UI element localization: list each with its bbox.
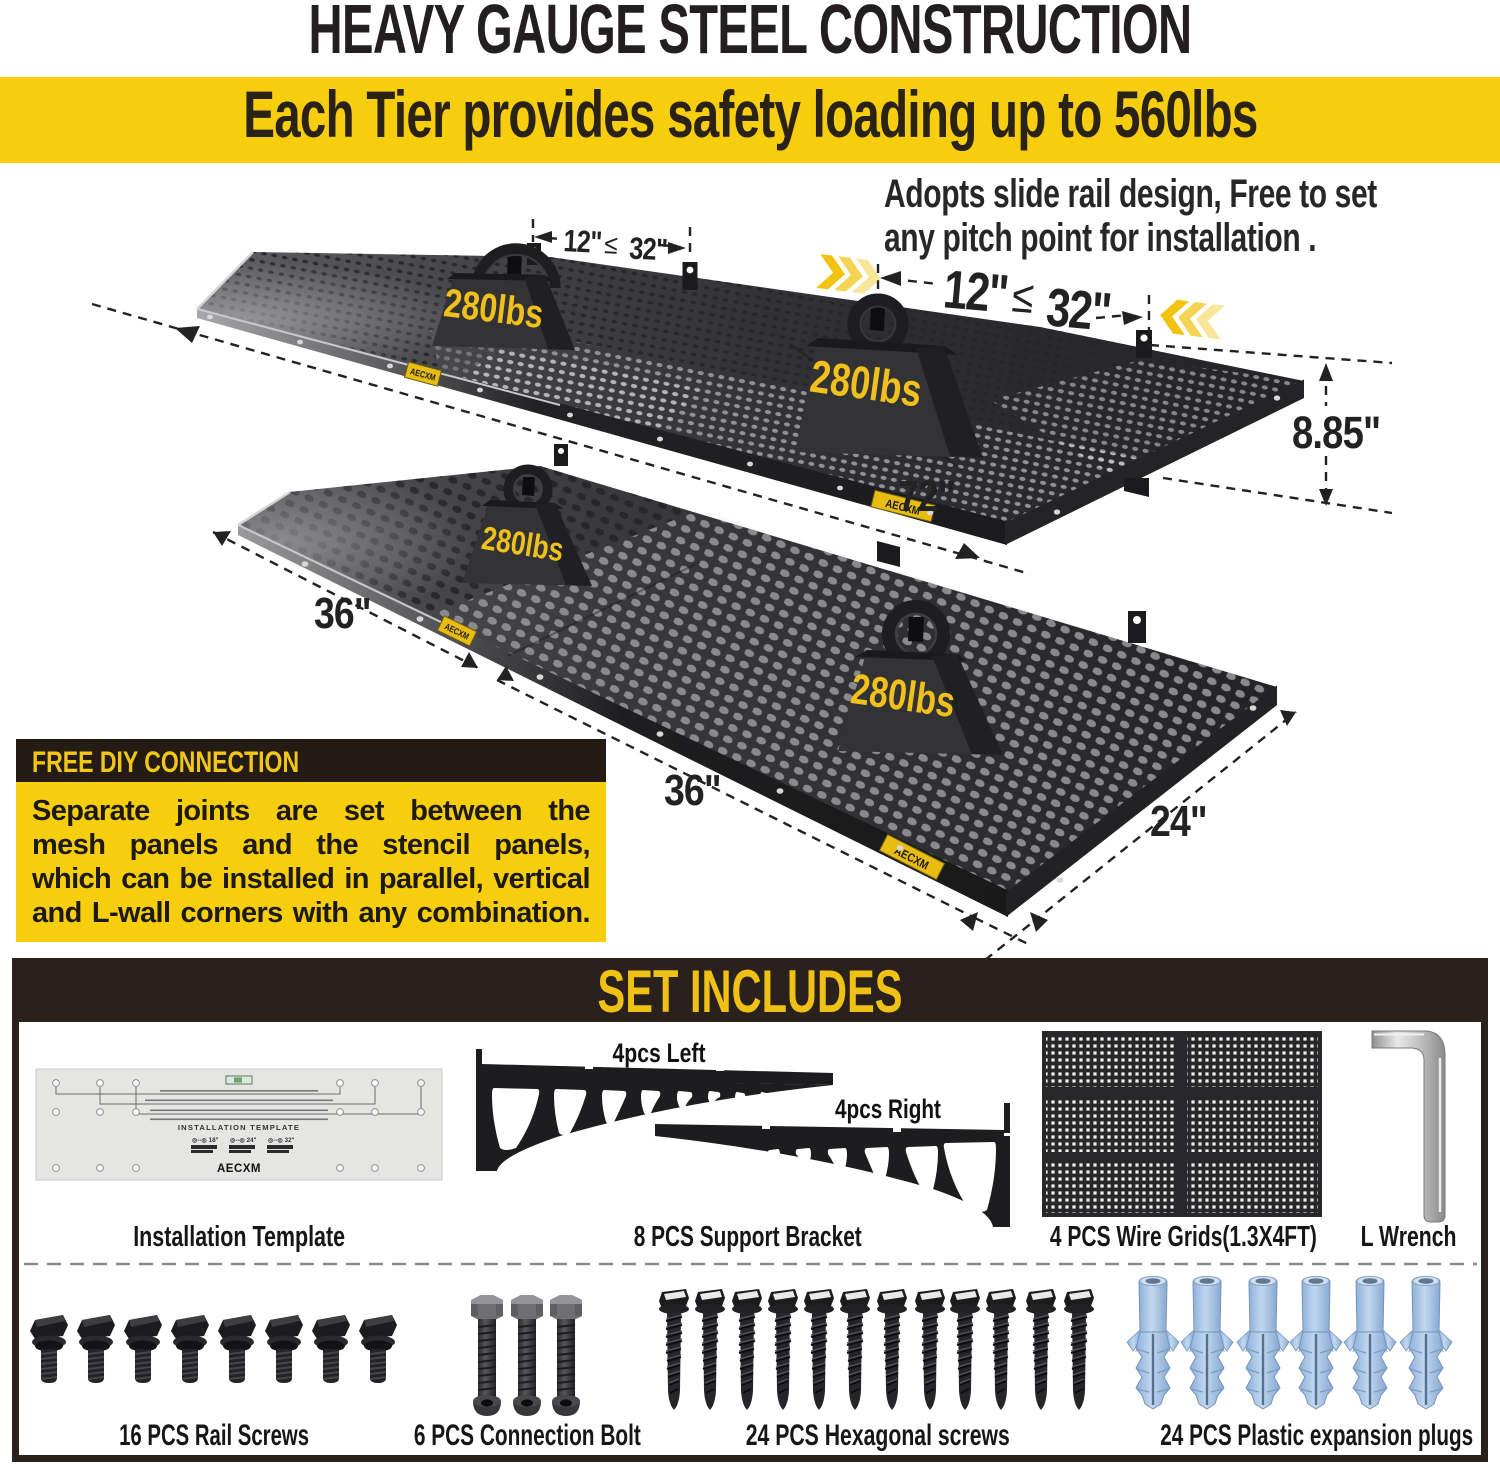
svg-text:4pcs Left: 4pcs Left	[612, 1039, 705, 1069]
svg-text:32": 32"	[628, 231, 668, 268]
svg-text:36": 36"	[664, 765, 721, 815]
svg-text:4pcs Right: 4pcs Right	[835, 1094, 941, 1124]
svg-text:◎--◎ 32": ◎--◎ 32"	[268, 1137, 295, 1144]
svg-text:12": 12"	[563, 224, 603, 261]
svg-text:INSTALLATION TEMPLATE: INSTALLATION TEMPLATE	[178, 1123, 300, 1132]
svg-text:24": 24"	[1150, 796, 1207, 846]
svg-text:36": 36"	[314, 588, 371, 638]
svg-text:AECXM: AECXM	[217, 1163, 261, 1175]
svg-text:◎--◎ 24": ◎--◎ 24"	[230, 1137, 257, 1144]
svg-text:8.85": 8.85"	[1292, 407, 1380, 458]
svg-text:12": 12"	[941, 260, 1010, 325]
svg-text:◎--◎ 18": ◎--◎ 18"	[192, 1137, 219, 1144]
svg-text:≤: ≤	[1010, 270, 1036, 323]
svg-text:32": 32"	[1044, 278, 1113, 343]
svg-text:72": 72"	[898, 471, 955, 521]
svg-text:≤: ≤	[604, 230, 619, 260]
